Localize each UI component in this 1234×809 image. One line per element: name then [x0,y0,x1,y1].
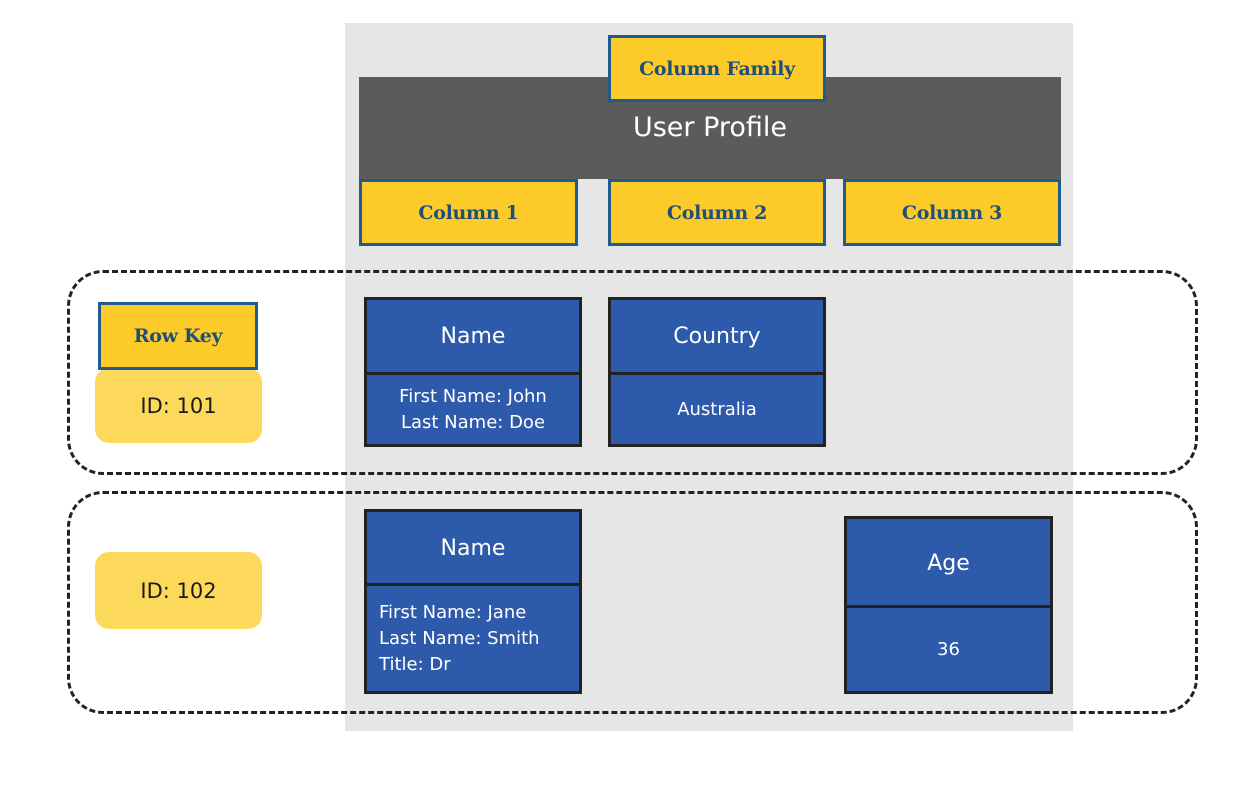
column-family-name: User Profile [632,112,788,143]
column-label-1: Column 1 [359,179,578,246]
column-label-2: Column 2 [608,179,826,246]
row-key-label: Row Key [98,302,258,370]
cell-value: Australia [611,372,823,444]
column-family-label: Column Family [608,35,826,102]
cell-line: 36 [937,638,960,660]
column-label-3: Column 3 [843,179,1061,246]
cell-line: Last Name: Doe [400,411,546,433]
cell-102-name: Name First Name: Jane Last Name: Smith T… [364,509,582,694]
row-outline-102 [67,491,1198,714]
cell-header: Name [440,535,506,561]
row-id-101: ID: 101 [95,368,262,443]
row-id-102: ID: 102 [95,552,262,629]
cell-line: First Name: Jane [379,601,527,623]
cell-header: Name [440,324,506,349]
cell-value: 36 [847,605,1050,691]
cell-101-name: Name First Name: John Last Name: Doe [364,297,582,447]
row-outline-101 [67,270,1198,475]
cell-header: Country [673,324,761,349]
cell-line: Last Name: Smith [379,627,540,649]
cell-value: First Name: Jane Last Name: Smith Title:… [367,583,579,691]
cell-102-age: Age 36 [844,516,1053,694]
cell-value: First Name: John Last Name: Doe [367,372,579,444]
cell-101-country: Country Australia [608,297,826,447]
cell-header: Age [927,550,970,576]
cell-line: First Name: John [399,385,547,407]
cell-line: Title: Dr [379,653,451,675]
cell-line: Australia [677,398,757,420]
